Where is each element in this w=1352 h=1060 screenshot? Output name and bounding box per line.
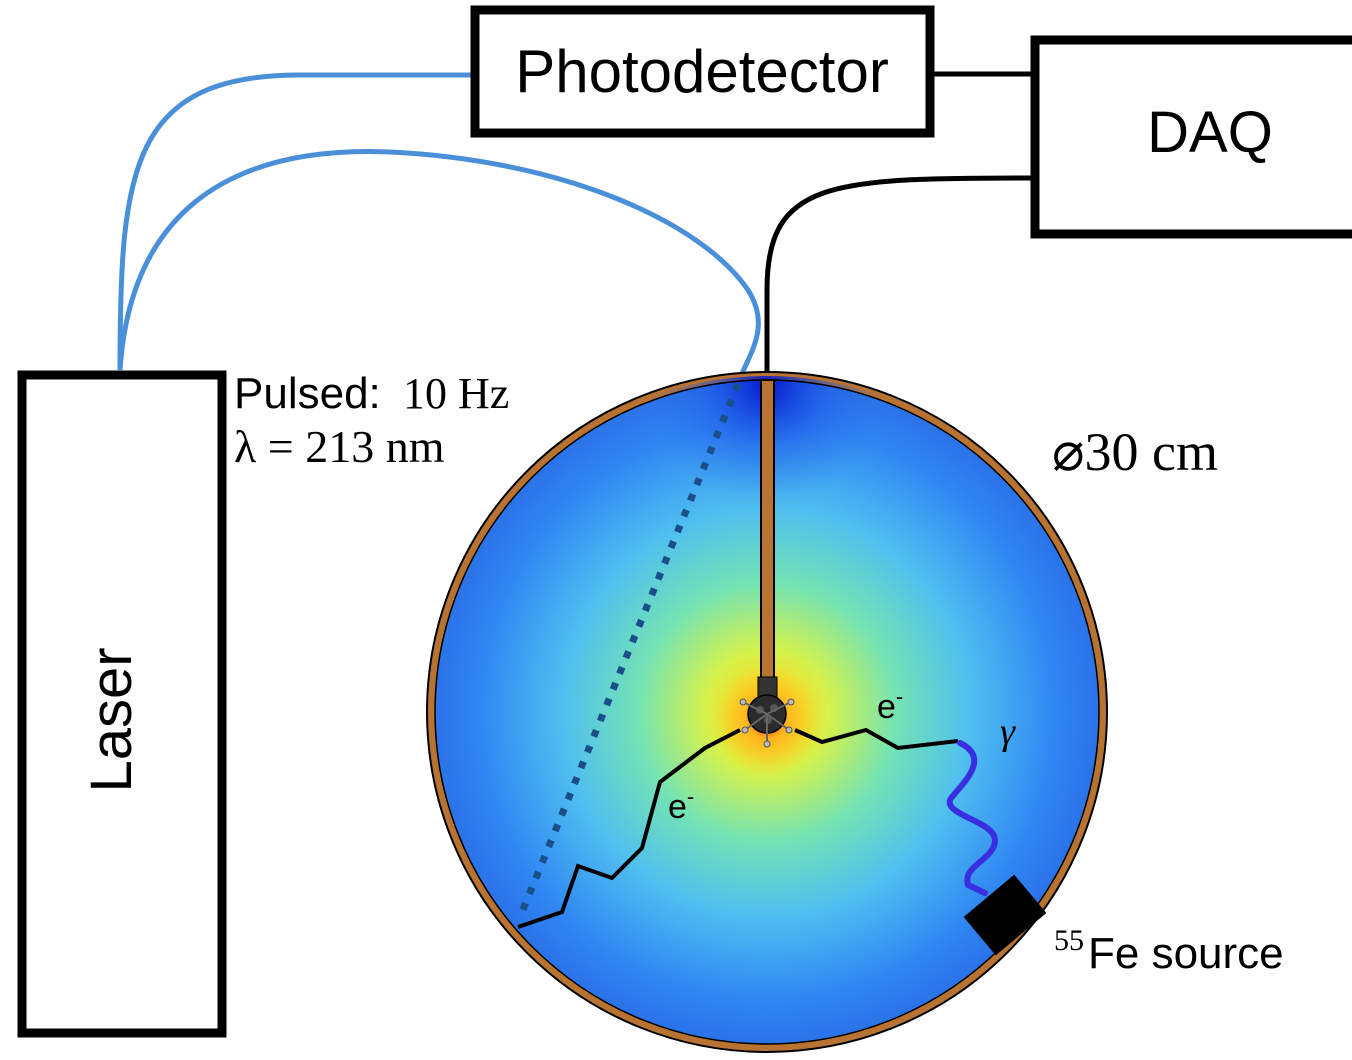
diameter-value: 30 cm	[1085, 422, 1218, 482]
fe55-source-block	[963, 874, 1047, 956]
wavelength-label: λ = 213 nm	[234, 421, 445, 472]
daq-label: DAQ	[1147, 100, 1273, 165]
daq-box: DAQ	[1030, 35, 1352, 239]
laser-label: Laser	[79, 647, 144, 792]
pulsed-value: 10 Hz	[403, 369, 509, 418]
gamma-label: γ	[1000, 711, 1016, 753]
source-mass-number: 55	[1054, 924, 1084, 957]
laser-box: Laser	[17, 370, 227, 1038]
cable-sensor-daq	[764, 175, 1036, 378]
photodetector-label: Photodetector	[515, 38, 889, 105]
diameter-symbol: ⌀	[1052, 422, 1085, 482]
source-label: 55Fe source	[1054, 924, 1284, 978]
electron-track-right	[794, 727, 959, 751]
optical-fiber-to-photodetector	[117, 72, 475, 371]
laser-specs: Pulsed: 10 Hz λ = 213 nm	[234, 369, 509, 472]
pulsed-label: Pulsed:	[234, 369, 381, 418]
source-name: Fe source	[1088, 929, 1284, 978]
diameter-label: ⌀30 cm	[1052, 422, 1218, 482]
svg-text:Pulsed: 10 Hz: Pulsed: 10 Hz	[234, 369, 509, 418]
electron-label-left: e-	[668, 784, 694, 826]
photodetector-box: Photodetector	[470, 5, 935, 138]
sensor-rod	[760, 379, 775, 681]
electron-track-left	[517, 728, 741, 929]
gamma-track	[946, 740, 999, 896]
electron-label-right: e-	[877, 684, 903, 726]
sensor-anode	[739, 676, 795, 748]
optical-fiber-to-vessel	[117, 149, 761, 379]
